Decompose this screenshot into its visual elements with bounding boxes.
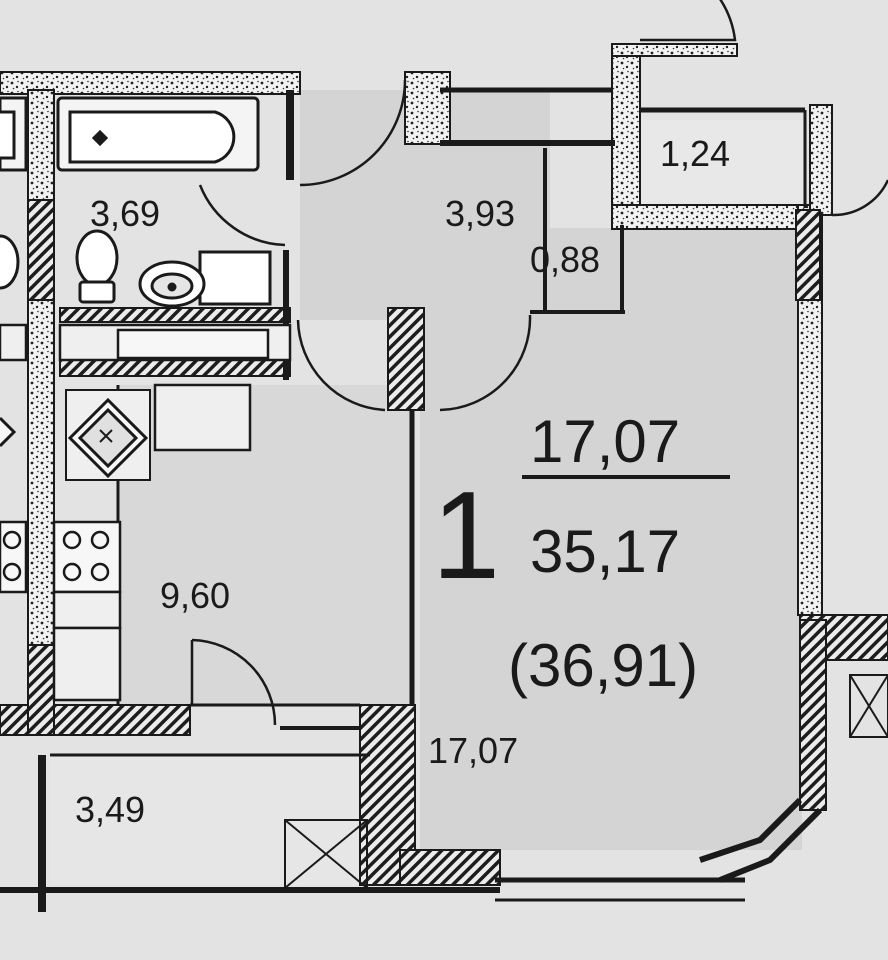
hatch-bath-band-2 bbox=[59, 307, 291, 323]
floor-areas bbox=[50, 90, 805, 885]
hatch-partition-column bbox=[387, 307, 425, 411]
washbasin-left-icon bbox=[0, 234, 20, 290]
wall-hall-top bbox=[404, 71, 451, 145]
apartment-summary: 1 17,07 35,17 (36,91) bbox=[432, 408, 730, 699]
living-area-value: 17,07 bbox=[530, 408, 680, 475]
hatch-left-upper bbox=[27, 199, 55, 301]
wall-top-left bbox=[0, 71, 301, 95]
hatch-living-right bbox=[795, 209, 821, 301]
label-living-room-area: 17,07 bbox=[428, 730, 518, 771]
sink-left-icon bbox=[0, 416, 17, 448]
label-balcony-area: 1,24 bbox=[660, 133, 730, 174]
doors bbox=[190, 0, 888, 726]
washbasin-icon bbox=[138, 250, 272, 308]
hatch-right-column bbox=[799, 619, 827, 811]
label-kitchen-area: 9,60 bbox=[160, 575, 230, 616]
rooms-count: 1 bbox=[432, 467, 500, 605]
bathtub-left-icon bbox=[0, 96, 28, 172]
ventilation-shaft-right-icon bbox=[849, 674, 888, 738]
hatch-bath-band bbox=[59, 359, 291, 377]
door-loggia bbox=[190, 638, 277, 726]
total-area-with-balcony-value: (36,91) bbox=[508, 632, 698, 699]
wall-shaft-top bbox=[611, 43, 738, 57]
stove-icon bbox=[52, 520, 122, 702]
wall-shaft-vertical bbox=[611, 49, 641, 229]
wall-left-vertical bbox=[27, 89, 55, 711]
door-bathroom bbox=[299, 79, 407, 187]
sink-icon bbox=[65, 389, 151, 481]
label-loggia-area: 3,49 bbox=[75, 789, 145, 830]
counter-unit bbox=[0, 323, 292, 452]
balcony-floor bbox=[640, 120, 805, 208]
stove-left-icon bbox=[0, 520, 28, 594]
door-kitchen bbox=[296, 319, 386, 412]
door-right bbox=[831, 179, 888, 217]
label-hall-area: 3,93 bbox=[445, 193, 515, 234]
bathtub-icon bbox=[56, 96, 260, 172]
ventilation-shaft-icon bbox=[284, 819, 368, 889]
door-living bbox=[439, 314, 532, 412]
label-closet-area: 0,88 bbox=[530, 239, 600, 280]
door-bathroom-2 bbox=[198, 184, 286, 247]
door-balcony bbox=[640, 0, 737, 42]
wall-right-outer bbox=[809, 104, 833, 216]
wall-living-top bbox=[611, 204, 821, 230]
label-bathroom-area: 3,69 bbox=[90, 193, 160, 234]
corner-bay-wall bbox=[699, 797, 823, 883]
toilet-icon bbox=[75, 229, 119, 304]
walls bbox=[0, 43, 833, 711]
total-area-value: 35,17 bbox=[530, 518, 680, 585]
hatch-living-floor bbox=[399, 849, 501, 886]
hatch-left-lower bbox=[27, 644, 55, 736]
living-room-floor bbox=[420, 228, 802, 850]
area-labels: 3,69 3,93 0,88 1,24 9,60 17,07 3,49 bbox=[75, 133, 730, 830]
